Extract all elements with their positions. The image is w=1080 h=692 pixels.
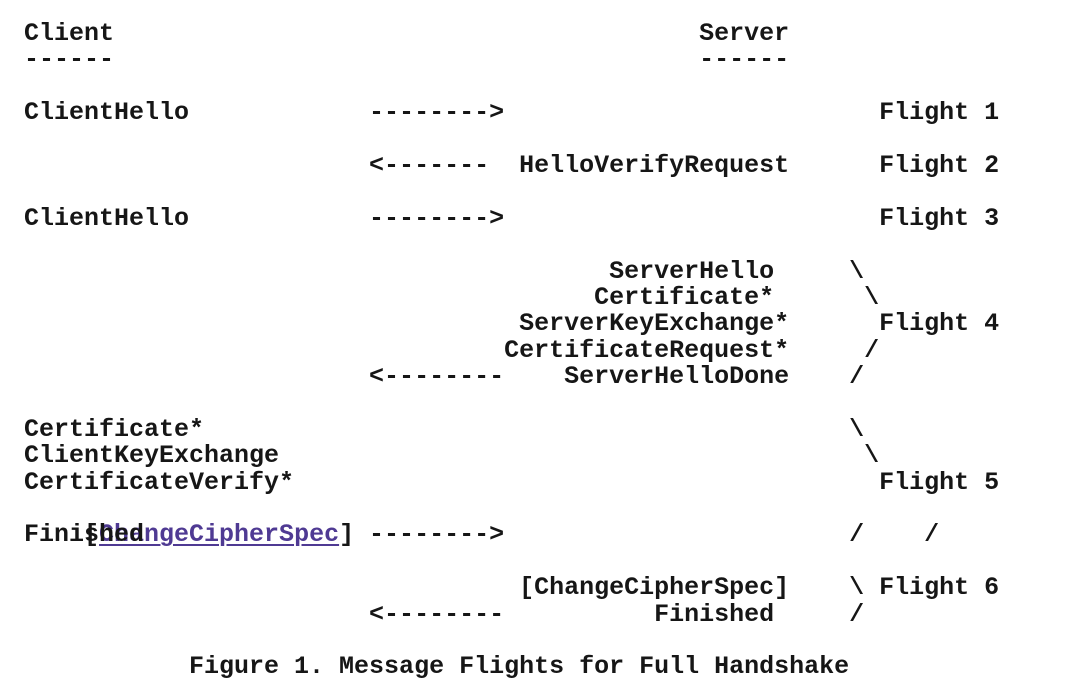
participants-row: Client Server [24,19,790,48]
flight-1-row: ClientHello --------> Flight 1 [24,98,1000,128]
figure-caption: Figure 1. Message Flights for Full Hands… [24,652,850,682]
spacer-row [24,232,1080,258]
flight-6-changecipherspec-row: [ChangeCipherSpec] \ Flight 6 [24,573,1000,603]
bracket-open: [ [84,520,100,550]
spacer-row [24,127,1080,153]
flight-3-row: ClientHello --------> Flight 3 [24,203,1000,233]
spacer-row [24,628,1080,654]
flight-5-finished-row: Finished --------> / [24,520,865,550]
flight-6-finished-row: <-------- Finished / [24,599,865,629]
flight-4-certificate-row: Certificate* \ [24,282,880,312]
flight-4-certificaterequest-row: CertificateRequest* / [24,335,880,365]
spacer-row [24,179,1080,205]
flight-4-serverhello-row: ServerHello \ [24,256,865,286]
flight-4-serverhellodone-row: <-------- ServerHelloDone / [24,362,865,392]
spacer-row [24,549,1080,575]
participants-underline-row: ------ ------ [24,45,790,75]
flight-4-serverkeyexchange-row: ServerKeyExchange* Flight 4 [24,309,1000,339]
flight-5-certificateverify-row: CertificateVerify* Flight 5 [24,467,1000,497]
bracket-close-and-brace: ] / [339,520,940,550]
flight-2-row: <------- HelloVerifyRequest Flight 2 [24,150,1000,180]
spacer-row [24,390,1080,416]
flight-5-clientkeyexchange-row: ClientKeyExchange \ [24,441,880,471]
spacer-row [24,74,1080,100]
changecipherspec-link[interactable]: ChangeCipherSpec [99,520,340,550]
flight-5-certificate-row: Certificate* \ [24,414,865,444]
flight-5-changecipherspec-row: [ChangeCipherSpec] / [24,496,1080,548]
